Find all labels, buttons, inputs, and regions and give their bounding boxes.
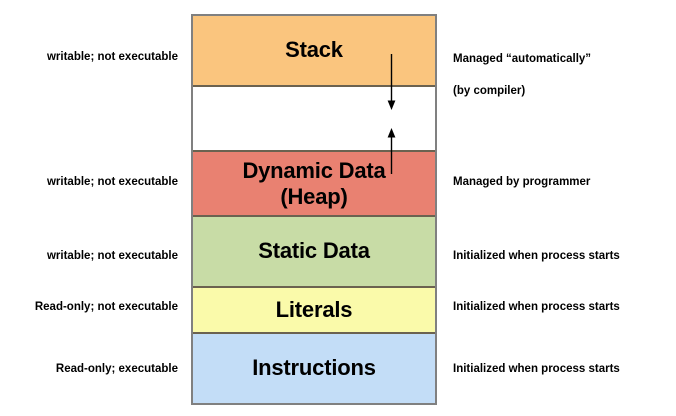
segment-dynamic-data-heap: Dynamic Data (Heap) [193, 152, 435, 217]
segment-static-data-label: Static Data [258, 238, 370, 264]
right-annotation-static-data: Initialized when process starts [453, 250, 620, 262]
segment-instructions-label: Instructions [252, 355, 376, 381]
left-annotation-literals: Read-only; not executable [34, 301, 178, 313]
left-annotation-heap: writable; not executable [46, 176, 178, 188]
segment-heap-label: Dynamic Data (Heap) [242, 158, 385, 209]
right-annotation-instructions: Initialized when process starts [453, 363, 620, 375]
right-annotation-stack-line1: Managed “automatically” [453, 52, 592, 65]
segment-static-data: Static Data [193, 217, 435, 288]
left-annotation-instructions: Read-only; executable [55, 363, 178, 375]
segment-stack-label: Stack [285, 37, 343, 63]
segment-instructions: Instructions [193, 334, 435, 403]
left-annotation-static-data: writable; not executable [46, 250, 178, 262]
segment-free-gap [193, 87, 435, 152]
segment-stack: Stack [193, 16, 435, 87]
segment-heap-label-line1: Dynamic Data [242, 158, 386, 184]
memory-column: Stack Dynamic Data (Heap) Static Data Li… [191, 14, 437, 405]
segment-literals-label: Literals [275, 296, 353, 322]
left-annotation-stack: writable; not executable [46, 51, 178, 63]
right-annotation-stack: Managed “automatically” (by compiler) [453, 36, 673, 115]
right-annotation-heap: Managed by programmer [453, 176, 591, 188]
segment-heap-label-line2: (Heap) [280, 183, 348, 209]
segment-literals: Literals [193, 288, 435, 334]
right-annotation-stack-line2: (by compiler) [453, 84, 526, 97]
right-annotation-literals: Initialized when process starts [453, 301, 620, 313]
